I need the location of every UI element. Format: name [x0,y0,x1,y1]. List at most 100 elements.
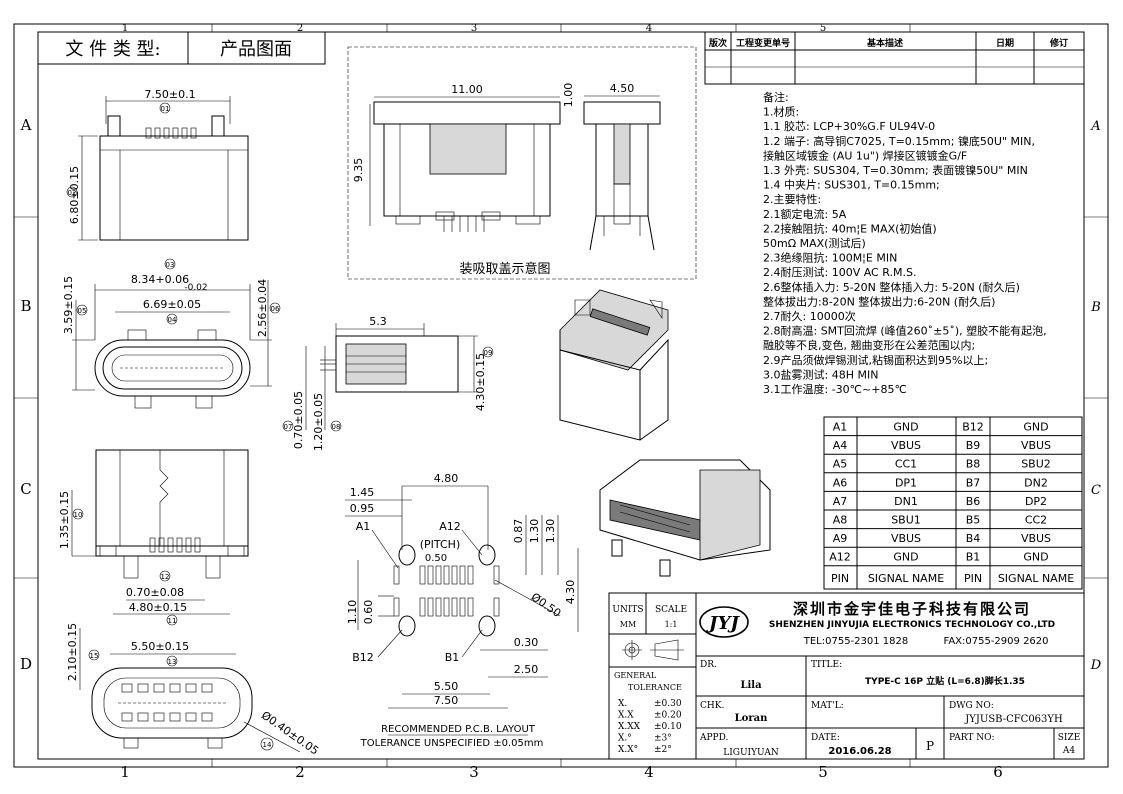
dim-ref: 01 [161,105,170,113]
company-name-en: SHENZHEN JINYUJIA ELECTRONICS TECHNOLOGY… [769,620,1055,630]
note-line: 1.4 中夹片: SUS301, T=0.15mm; [763,179,940,192]
note-line: 2.1额定电流: 5A [763,207,847,221]
pin-table-header: SIGNAL NAME [868,572,944,585]
dim-text: 1.30 [528,519,541,544]
pin-table-cell: DN1 [894,495,918,508]
row-label-right: B [1090,300,1101,315]
note-line: 2.6整体插入力: 5-20N 整体插入力: 5-20N (耐久后) [763,280,1020,294]
units-label: UNITS [612,605,643,615]
date-label: DATE: [811,733,840,743]
dim-ref: 03 [166,261,175,269]
row-label-right: C [1091,483,1101,498]
pin-table-cell: VBUS [891,532,921,545]
rev-header: 日期 [996,37,1014,49]
row-label-left: D [20,655,32,673]
dwg-label: DWG NO: [949,701,994,711]
pin-table-header: SIGNAL NAME [998,572,1074,585]
dim-text: 5.3 [369,315,387,328]
column-markers-top: 1 2 3 4 5 [122,23,911,34]
col-label-top: 5 [820,23,826,34]
note-line: 融胶等不良,变色, 翘曲变形在公差范围以内; [763,338,975,352]
dim-text: 1.00 [562,83,575,108]
pin-table-cell: DP2 [1025,495,1047,508]
scale-value: 1:1 [665,620,678,629]
col-label-top: 3 [471,23,477,34]
dim-text: 2.10±0.15 [66,623,79,681]
col-label-top: 2 [297,23,303,34]
col-label-bottom: 2 [295,763,305,781]
pin-table-cell: A6 [833,476,848,489]
dim-ref: 08 [332,423,341,431]
bottom-view: 5.50±0.15 13 2.10±0.15 15 Ø0.40±0.05 14 [66,623,321,758]
section-view: 03 8.34+0.06 -0.02 6.69±0.05 04 3.59±0.1… [62,258,281,409]
dim-ref: 06 [271,305,280,313]
tolerance-cell: X.XX [618,722,641,732]
col-label-bottom: 6 [993,763,1003,781]
revision-table: 版次 工程变更单号 基本描述 日期 修订 [704,31,1085,85]
dim-text: 4.80 [434,472,459,485]
spec-notes: 备注:1.材质:1.1 胶芯: LCP+30%G.F UL94V-01.2 端子… [763,90,1047,396]
note-line: 1.材质: [763,105,799,119]
dim-text: 6.69±0.05 [143,298,201,311]
tolerance-cell: X.° [618,734,632,744]
pin-table-cell: SBU1 [891,514,921,527]
dr-value: Lila [740,680,762,691]
dim-text: 5.50 [434,680,459,693]
appd-label: APPD. [699,733,729,743]
pin-table-cell: A9 [833,532,848,545]
dim-text: -0.02 [184,283,207,293]
col-label-bottom: 4 [644,763,654,781]
chk-value: Loran [735,713,768,724]
doc-type-label: 文 件 类 型: [65,39,160,60]
size-value: A4 [1062,746,1075,756]
col-label-bottom: 5 [818,763,828,781]
pin-table-cell: VBUS [891,439,921,452]
projection-symbol-icon [609,639,696,668]
pcb-caption: RECOMMENDED P.C.B. LAYOUT [381,724,536,735]
pin-table-header: PIN [964,572,982,585]
tolerance-cell: X.X° [618,745,638,755]
dim-ref: 13 [168,658,177,666]
row-label-left: B [20,297,31,315]
pcb-layout: 4.80 1.45 0.95 A1 A12 (PITCH) 0.50 [345,472,579,749]
pin-table-cell: GND [893,421,918,434]
dim-text: 1.45 [350,486,375,499]
scale-label: SCALE [655,605,687,615]
pin-table-cell: GND [1023,551,1048,564]
dim-text: 1.10 [346,600,359,625]
doc-type-value: 产品图面 [220,39,292,60]
note-line: 2.主要特性: [763,192,821,206]
note-line: 1.2 端子: 高导铜C7025, T=0.15mm; 镍底50U" MIN, [763,134,1035,148]
pin-table-cell: B5 [966,514,981,527]
note-line: 2.7耐久: 10000次 [763,309,856,323]
rev-header: 基本描述 [866,37,903,49]
pin-table-cell: DP1 [895,476,917,489]
dim-text: 0.70±0.08 [126,586,184,599]
pin-table-cell: B8 [966,458,981,471]
note-line: 1.1 胶芯: LCP+30%G.F UL94V-0 [763,119,935,133]
size-label: SIZE [1058,733,1081,743]
dim-ref: 04 [168,316,177,324]
company-tel: TEL:0755-2301 1828 [803,636,909,647]
part-label: PART NO: [949,733,995,743]
note-line: 2.2接触阻抗: 40m¦E MAX(初始值) [763,221,937,235]
dim-ref: 14 [263,741,272,749]
row-label-left: A [20,116,32,134]
dim-ref: 15 [90,652,99,660]
dim-text: 4.80±0.15 [129,601,187,614]
dim-text: 1.30 [544,519,557,544]
dim-text: 0.95 [350,502,375,515]
col-label-bottom: 3 [469,763,479,781]
isometric-view-bottom [599,459,771,577]
pin-table-cell: A8 [833,514,848,527]
dim-text: 4.30±0.15 [474,353,487,411]
title-block: UNITS MM SCALE 1:1 GENERAL TOLERANCE X.±… [608,592,1085,760]
tol-title: GENERAL [614,671,657,680]
pin-table-cell: SBU2 [1021,458,1051,471]
pin-table-cell: A5 [833,458,848,471]
dim-ref: 12 [161,573,170,581]
row-markers: A B C D A B C D [14,116,1108,673]
pin-table-cell: B9 [966,439,981,452]
pin-table-cell: CC1 [895,458,917,471]
tolerance-cell: ±3° [654,734,672,744]
